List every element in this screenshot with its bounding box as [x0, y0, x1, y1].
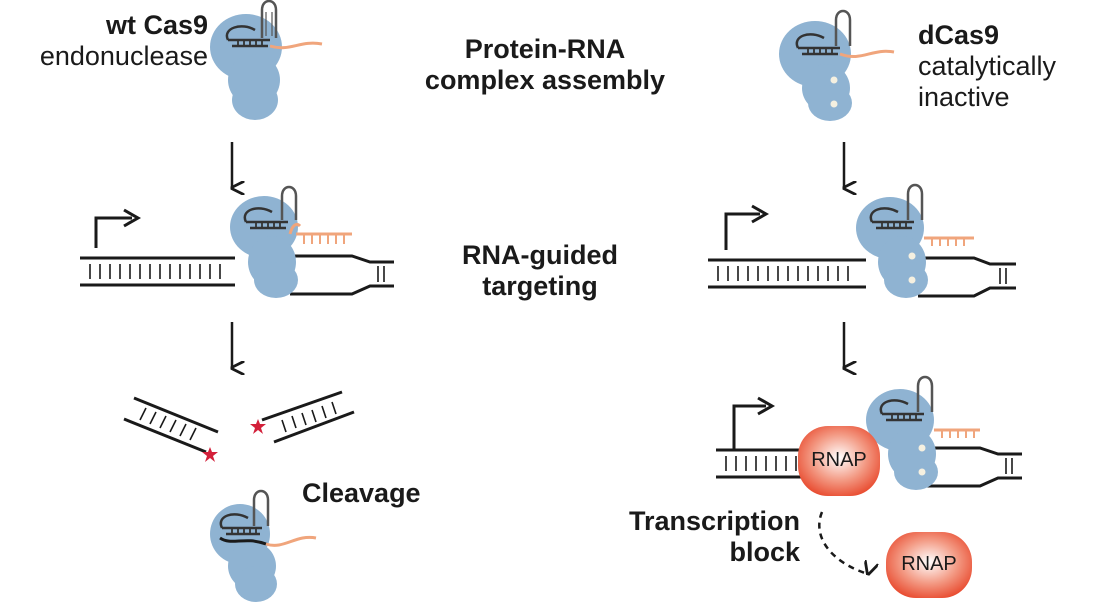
cleaved-dna-right-fragment [261, 390, 355, 444]
guide-rna-bound [243, 185, 352, 244]
transcription-block-line1: Transcription [628, 506, 800, 536]
dcas9-complex [779, 9, 895, 121]
cleavage-label: Cleavage [302, 478, 421, 508]
step-assembly-line2: complex assembly [424, 65, 666, 95]
inactive-site-dot [830, 76, 838, 84]
dcas9-title: dCas9 [918, 20, 1000, 50]
rnap-blocked-label: RNAP [811, 449, 867, 471]
dcas9-subtitle-line1: catalytically [918, 51, 1057, 81]
wt-cas9-label: wt Cas9 endonuclease [8, 10, 208, 72]
wt-cas9-complex [210, 0, 323, 120]
cas9-released-complex [210, 489, 317, 602]
transcription-block-line2: block [729, 537, 800, 567]
cas9-protein-bound [230, 196, 298, 298]
rnap-released-label: RNAP [901, 553, 957, 575]
dcas9-subtitle-line2: inactive [918, 82, 1010, 112]
step-assembly-label: Protein-RNA complex assembly [400, 34, 690, 96]
wt-cas9-subtitle: endonuclease [39, 41, 208, 71]
dcas9-label: dCas9 catalytically inactive [918, 20, 1088, 113]
dashed-release-arrow [818, 511, 868, 574]
transcription-block-label: Transcription block [600, 506, 800, 568]
rnap-released [886, 532, 972, 598]
right-targeting-dna [708, 204, 1016, 298]
cut-site-star-left [202, 447, 218, 462]
cas9-protein [210, 14, 282, 120]
step-targeting-line2: targeting [482, 271, 598, 301]
wt-cas9-title: wt Cas9 [105, 10, 208, 40]
dcas9-protein-bound [856, 183, 974, 298]
step-targeting-label: RNA-guided targeting [420, 240, 660, 302]
step-assembly-line1: Protein-RNA [464, 34, 626, 64]
guide-rna [225, 0, 323, 50]
left-targeting-dna [80, 208, 394, 296]
cleaved-dna-left-fragment [123, 396, 219, 454]
inactive-site-dot [830, 100, 838, 108]
cut-site-star-right [250, 419, 266, 434]
rnap-blocked [798, 426, 880, 496]
dcas9-protein-blocking [866, 375, 980, 490]
step-targeting-line1: RNA-guided [462, 240, 618, 270]
right-blocked-dna [716, 396, 1022, 488]
